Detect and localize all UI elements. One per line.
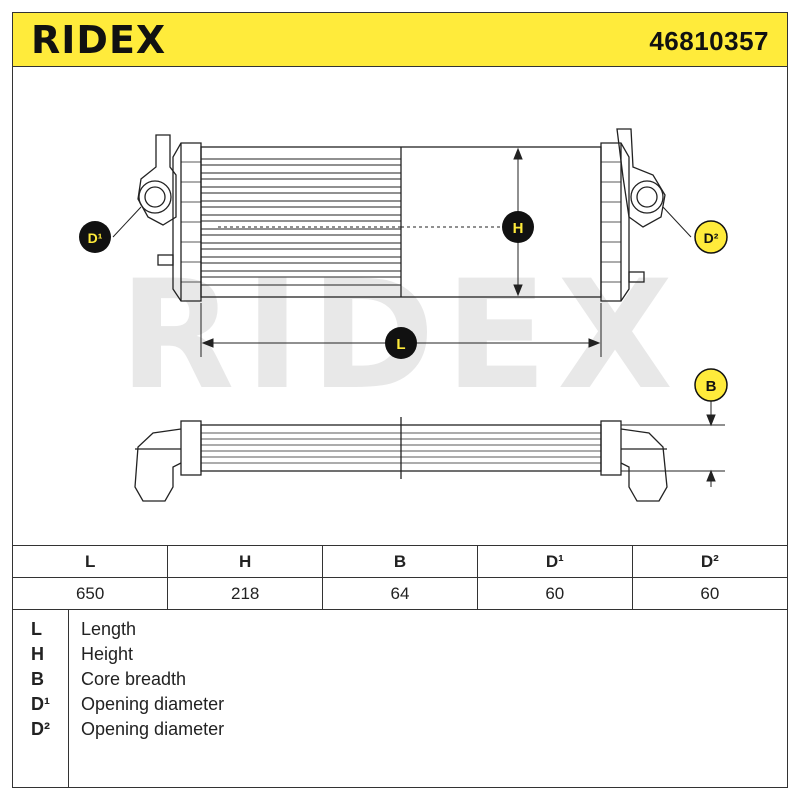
callout-h: H [502, 211, 534, 243]
breadth-dimension [621, 397, 725, 487]
legend-item: D² Opening diameter [13, 719, 787, 744]
header-cell-h: H [167, 545, 324, 578]
header-cell-d2: D² [631, 545, 787, 578]
legend-text: Height [81, 644, 134, 664]
legend-key: D² [31, 719, 50, 739]
value-cell-d2: 60 [631, 577, 787, 610]
svg-text:D²: D² [704, 230, 719, 246]
callout-b: B [694, 368, 728, 402]
callout-d1: D¹ [79, 221, 111, 253]
legend: L Length H Height B Core breadth D¹ Open… [13, 609, 787, 787]
legend-key: B [31, 669, 44, 689]
part-number: 46810357 [649, 26, 769, 56]
value-cell-l: 650 [13, 577, 169, 610]
dimensions-table: L H B D¹ D² 650 218 64 60 60 [13, 545, 787, 610]
value-cell-d1: 60 [476, 577, 633, 610]
legend-item: B Core breadth [13, 669, 787, 694]
legend-item: D¹ Opening diameter [13, 694, 787, 719]
svg-text:D¹: D¹ [88, 230, 103, 246]
d1-leader [112, 206, 142, 238]
legend-item: H Height [13, 644, 787, 669]
callout-l: L [385, 327, 417, 359]
brand-name: RIDEX [31, 22, 166, 58]
product-sheet: RIDEX 46810357 RIDEX [12, 12, 788, 788]
callout-d2: D² [694, 220, 728, 254]
legend-key: H [31, 644, 44, 664]
legend-text: Opening diameter [81, 719, 225, 739]
header-cell-l: L [13, 545, 169, 578]
intercooler-front-view [137, 128, 666, 302]
header-bar: RIDEX 46810357 [13, 13, 787, 67]
legend-key: L [31, 619, 42, 639]
value-cell-h: 218 [167, 577, 324, 610]
header-cell-b: B [322, 545, 478, 578]
intercooler-side-view [134, 417, 668, 502]
d2-leader [662, 206, 692, 238]
value-cell-b: 64 [322, 577, 478, 610]
legend-text: Opening diameter [81, 694, 225, 714]
legend-key: D¹ [31, 694, 50, 714]
legend-item: L Length [13, 619, 787, 644]
svg-text:B: B [706, 378, 717, 395]
svg-text:H: H [513, 220, 524, 237]
header-cell-d1: D¹ [476, 545, 633, 578]
technical-drawing: RIDEX [79, 128, 728, 502]
legend-text: Core breadth [81, 669, 187, 689]
svg-text:L: L [396, 336, 405, 353]
dimensions-header-row: L H B D¹ D² [13, 545, 787, 578]
legend-text: Length [81, 619, 137, 639]
core-fins [201, 158, 401, 286]
legend-divider [68, 609, 69, 787]
dimensions-value-row: 650 218 64 60 60 [13, 577, 787, 610]
ridex-logo: RIDEX [31, 22, 166, 58]
